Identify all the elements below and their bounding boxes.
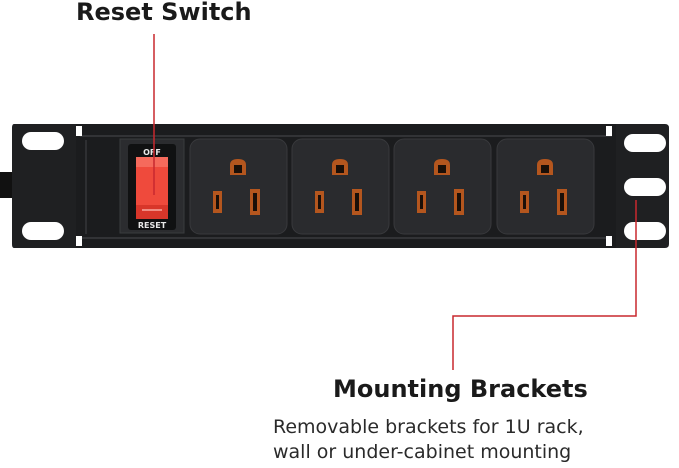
switch-off-label: OFF bbox=[143, 148, 161, 157]
outlet bbox=[189, 138, 288, 235]
bracket-hole bbox=[624, 222, 666, 240]
reset-switch-title: Reset Switch bbox=[76, 0, 252, 26]
mounting-callout-line bbox=[452, 200, 637, 370]
bracket-hole bbox=[624, 178, 666, 196]
bracket-hole bbox=[22, 132, 64, 150]
bracket-hole bbox=[624, 134, 666, 152]
switch-rocker bbox=[136, 157, 168, 219]
outlet bbox=[291, 138, 390, 235]
left-mounting-bracket bbox=[12, 124, 82, 248]
bracket-hole bbox=[22, 222, 64, 240]
outlet-row bbox=[189, 138, 595, 235]
reset-switch[interactable]: OFF RESET bbox=[119, 138, 185, 234]
right-mounting-bracket bbox=[612, 124, 669, 248]
description-line: Removable brackets for 1U rack, bbox=[273, 416, 584, 438]
mounting-brackets-description: Removable brackets for 1U rack, wall or … bbox=[273, 415, 584, 465]
outlet bbox=[393, 138, 492, 235]
outlet bbox=[496, 138, 595, 235]
switch-reset-label: RESET bbox=[138, 221, 167, 230]
mounting-brackets-title: Mounting Brackets bbox=[333, 375, 588, 403]
description-line: wall or under-cabinet mounting bbox=[273, 441, 572, 463]
